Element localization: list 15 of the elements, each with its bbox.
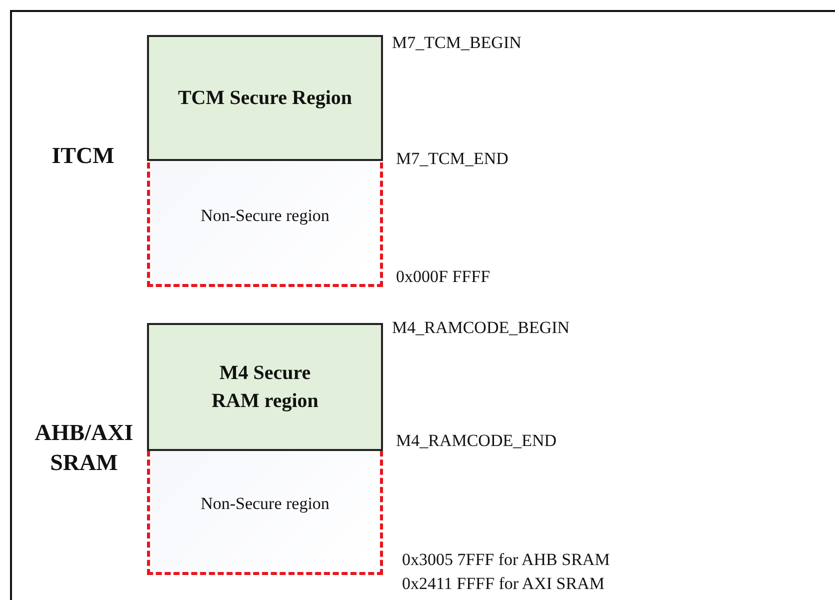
region-label: Non-Secure region [200, 206, 330, 226]
address-label: M7_TCM_END [396, 149, 508, 169]
region-title: M4 Secure RAM region [210, 361, 320, 414]
address-label: 0x2411 FFFF for AXI SRAM [402, 574, 604, 594]
secure-region-box [147, 323, 383, 451]
secure-region-box [147, 35, 383, 161]
region-title: TCM Secure Region [176, 86, 354, 111]
memory-name: ITCM [50, 142, 116, 170]
address-label: M7_TCM_BEGIN [392, 33, 522, 53]
address-label: M4_RAMCODE_END [396, 431, 557, 451]
region-label: Non-Secure region [200, 494, 330, 514]
memory-name: AHB/AXI SRAM [34, 419, 134, 477]
address-label: 0x000F FFFF [396, 267, 490, 287]
address-label: 0x3005 7FFF for AHB SRAM [402, 550, 610, 570]
address-label: M4_RAMCODE_BEGIN [392, 318, 570, 338]
